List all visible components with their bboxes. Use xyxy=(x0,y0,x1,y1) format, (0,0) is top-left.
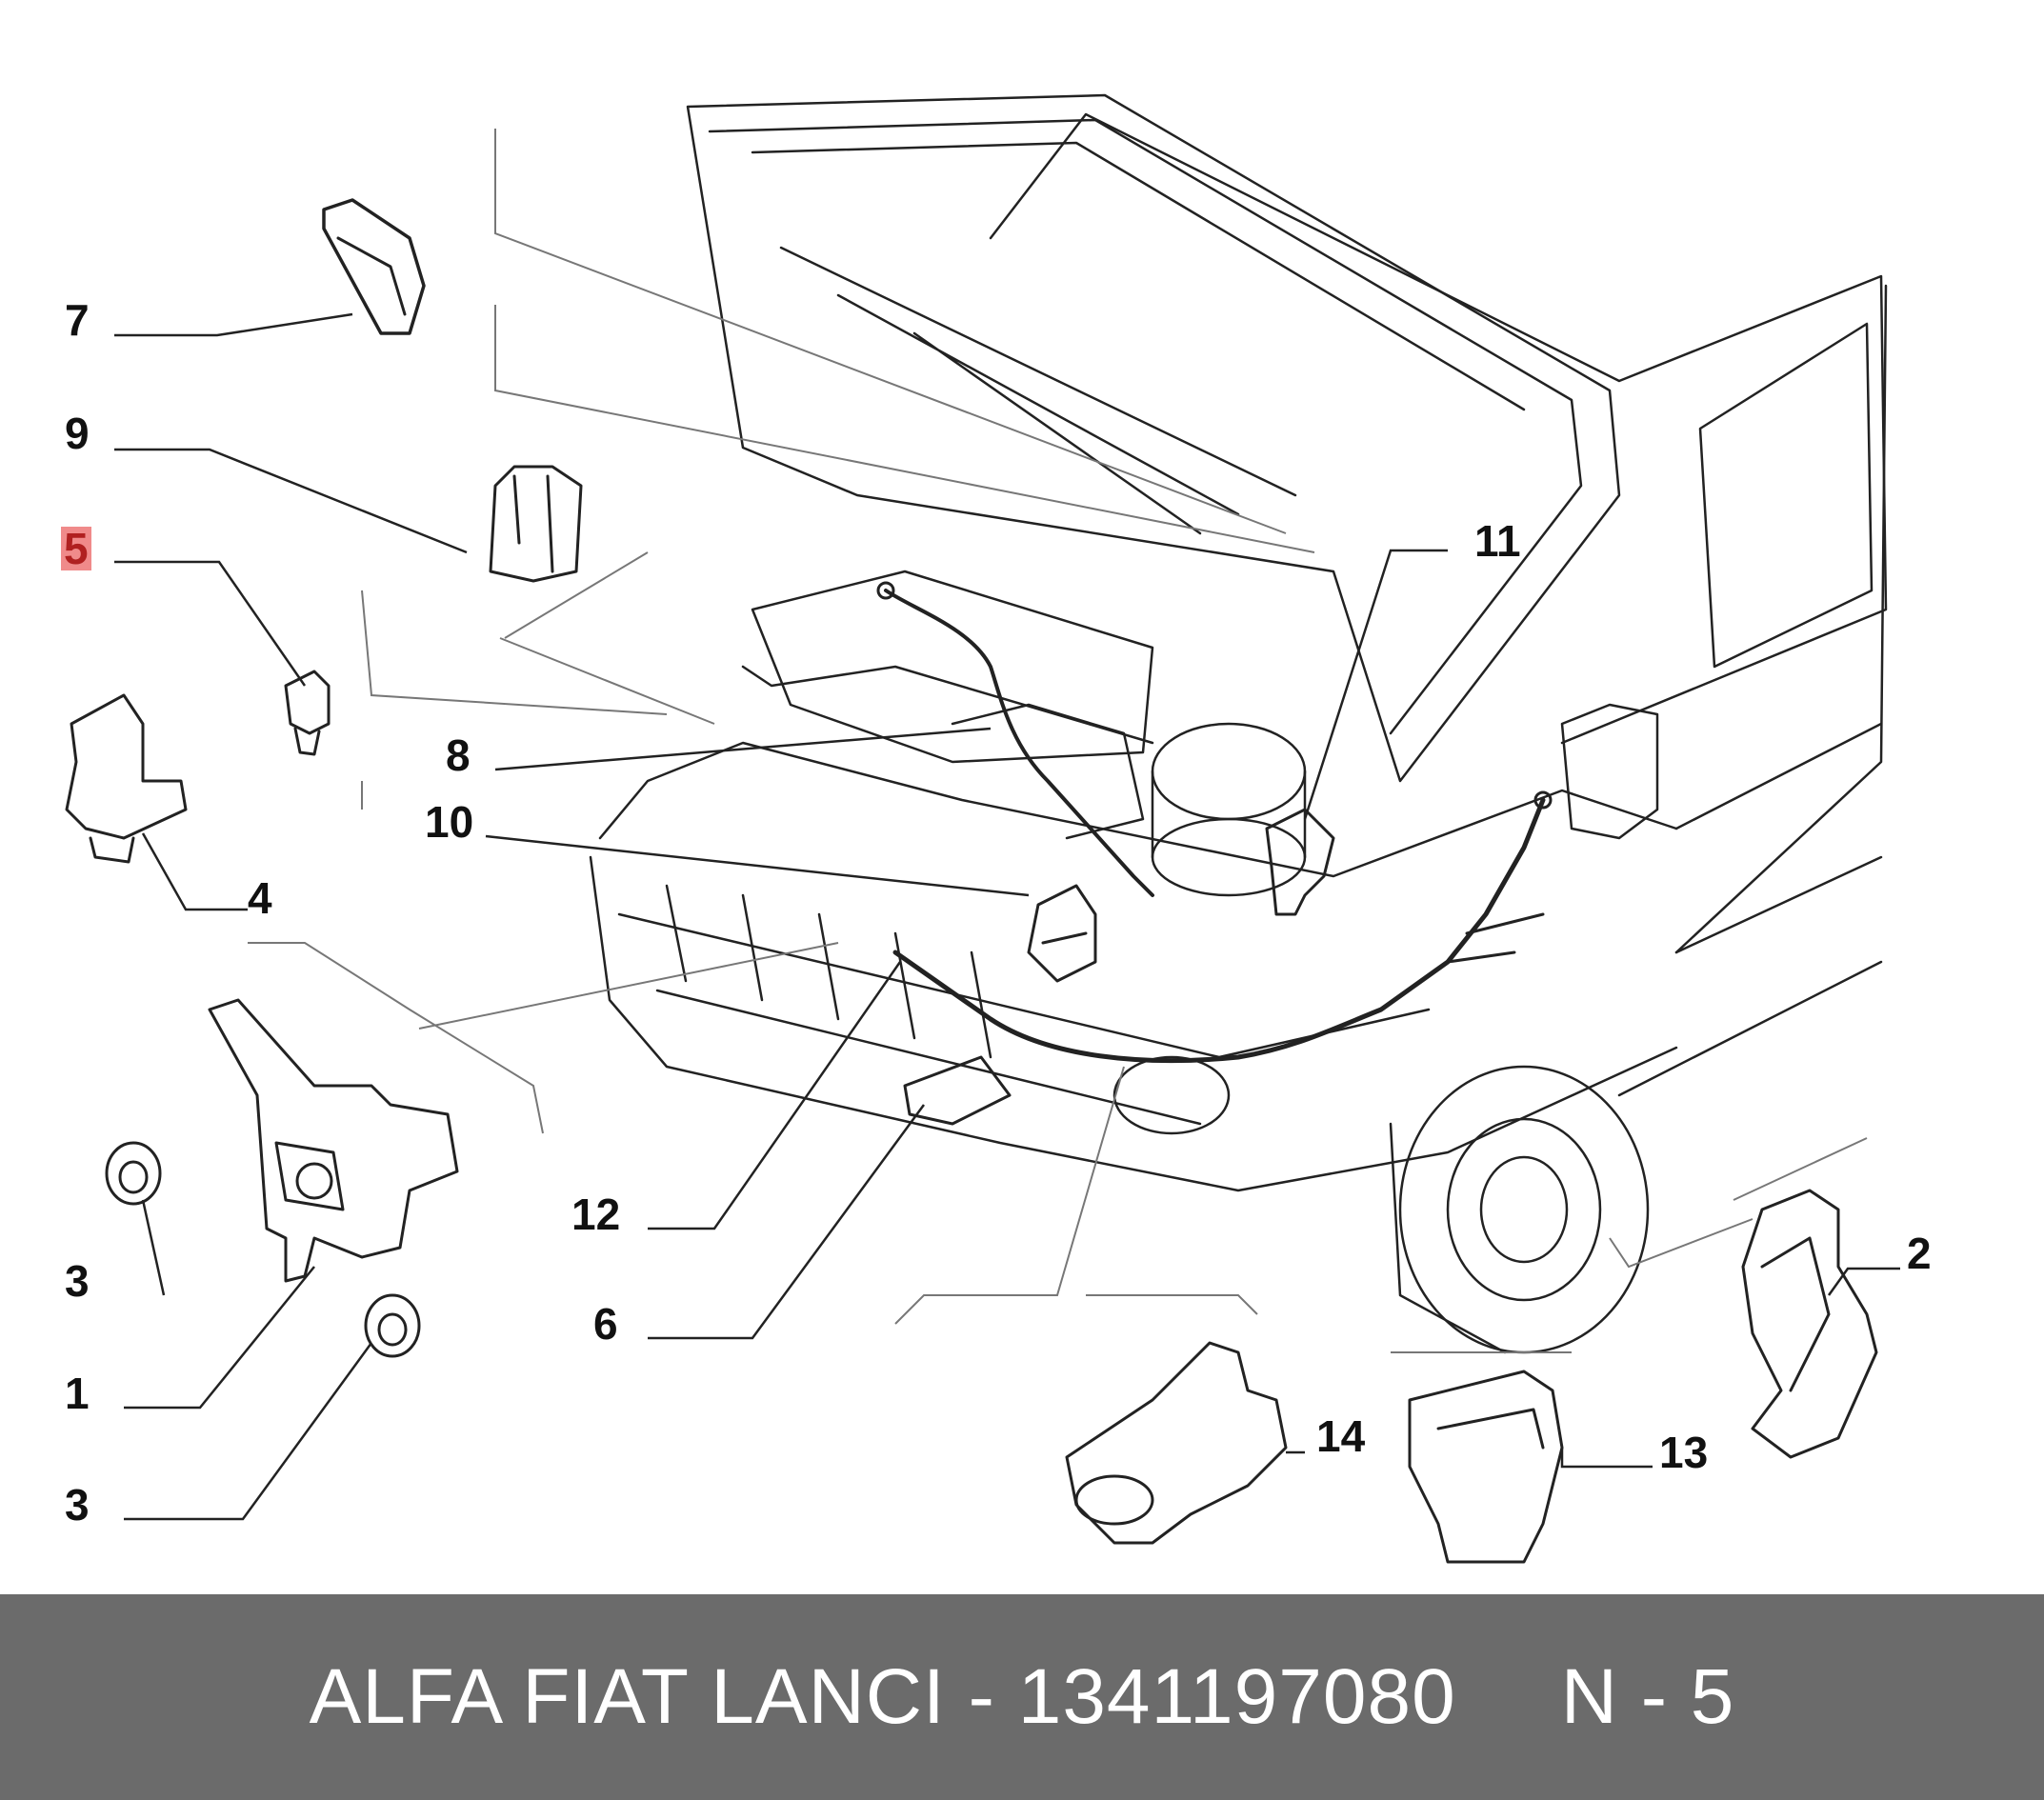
part-3-nut-a xyxy=(105,1141,162,1206)
callout-3-upper: 3 xyxy=(65,1256,90,1306)
callout-4: 4 xyxy=(248,873,272,923)
part-3-nut-b xyxy=(364,1293,421,1358)
callout-2: 2 xyxy=(1907,1229,1932,1278)
callout-14: 14 xyxy=(1316,1411,1366,1461)
callout-5-highlighted: 5 xyxy=(61,527,91,570)
part-5-bolt xyxy=(284,670,331,735)
part-hood-rod xyxy=(884,589,1154,897)
footer-part-number: 1341197080 xyxy=(1017,1653,1456,1740)
part-pad xyxy=(903,1055,1012,1126)
callout-9: 9 xyxy=(65,409,90,458)
part-13-clip xyxy=(1408,1370,1564,1564)
guide-lines xyxy=(248,129,1868,1353)
callout-8: 8 xyxy=(446,730,471,780)
footer-separator: - xyxy=(968,1653,995,1740)
callout-3-lower: 3 xyxy=(65,1480,90,1530)
callout-10: 10 xyxy=(425,797,474,847)
callout-12: 12 xyxy=(571,1190,621,1239)
part-4-clip xyxy=(65,693,188,840)
callout-6: 6 xyxy=(593,1299,618,1349)
exploded-parts-diagram: 7 9 5 4 3 1 3 8 10 11 12 6 14 13 2 xyxy=(61,93,1932,1564)
footer-brand: ALFA FIAT LANCI xyxy=(309,1653,946,1740)
part-14-clip xyxy=(1065,1341,1288,1545)
callout-13: 13 xyxy=(1659,1428,1709,1477)
part-7-stopper xyxy=(322,198,426,335)
van-outline xyxy=(589,93,1888,1354)
footer-ref: N - 5 xyxy=(1560,1653,1735,1740)
diagram-drawing xyxy=(65,93,1900,1564)
part-number-footer: ALFA FIAT LANCI - 1341197080 N - 5 xyxy=(0,1594,2044,1800)
part-2-bracket xyxy=(1741,1189,1878,1459)
part-release-cable xyxy=(892,797,1546,1064)
callout-1: 1 xyxy=(65,1369,90,1418)
part-9-clip xyxy=(489,465,583,583)
callout-7: 7 xyxy=(65,295,90,345)
leader-lines xyxy=(114,312,1900,1521)
callout-11: 11 xyxy=(1474,516,1521,566)
part-1-latch xyxy=(208,998,459,1283)
